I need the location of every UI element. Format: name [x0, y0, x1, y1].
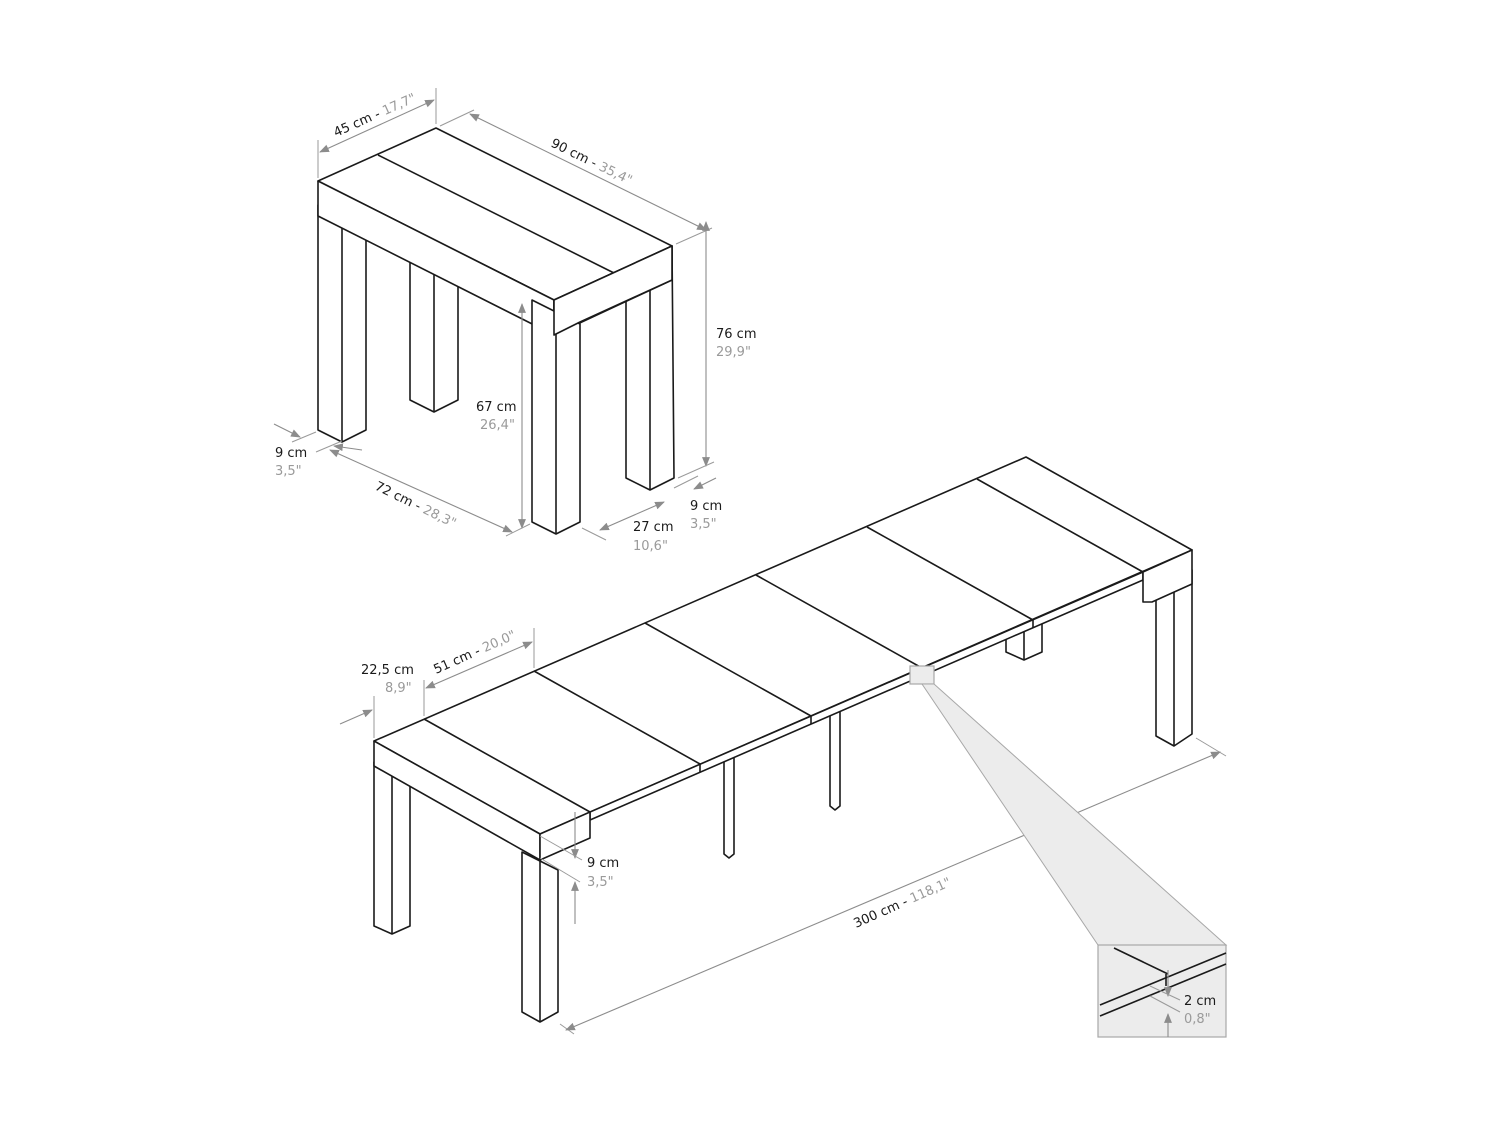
svg-text:51 cm - 20,0": 51 cm - 20,0" [432, 628, 519, 678]
closed-depth-inch: 17,7" [380, 91, 418, 119]
extended-back-right-leg [1155, 569, 1193, 747]
closed-height-cm: 76 cm [716, 327, 757, 342]
middle-support-leg-1 [723, 754, 735, 859]
right-end-apron [1142, 549, 1193, 603]
front-left-leg [317, 204, 367, 443]
closed-height-inch: 29,9" [716, 345, 751, 360]
inner-leg-gap-cm: 27 cm [633, 520, 674, 535]
svg-text:72 cm - 28,3": 72 cm - 28,3" [372, 479, 458, 531]
apron-height-cm: 9 cm [587, 856, 619, 871]
extended-front-left-leg [521, 851, 559, 1023]
leaf-width-inch: 20,0" [480, 628, 518, 656]
seam-1 [423, 718, 591, 813]
extended-back-left-leg [373, 761, 411, 935]
seam-2 [533, 670, 701, 765]
right-leg-thickness-inch: 3,5" [690, 517, 717, 532]
closed-depth-cm: 45 cm [332, 110, 375, 140]
closed-width-inch: 35,4" [596, 160, 634, 189]
svg-text:45 cm - 17,7": 45 cm - 17,7" [332, 91, 419, 141]
closed-console-table [317, 127, 675, 535]
seam-5 [866, 526, 1034, 621]
seam-3 [644, 622, 812, 717]
left-leg-thickness-inch: 3,5" [275, 464, 302, 479]
leaf-thickness-inch: 0,8" [1184, 1012, 1211, 1027]
seam-4 [755, 574, 923, 669]
apron-height-inch: 3,5" [587, 875, 614, 890]
total-length-cm: 300 cm [852, 898, 903, 932]
leaf-thickness-callout: 2 cm 0,8" [909, 665, 1228, 1038]
inner-leg-gap-inch: 10,6" [633, 539, 668, 554]
front-right-leg [531, 245, 673, 535]
leg-clearance-cm: 67 cm [476, 400, 517, 415]
left-leg-thickness-cm: 9 cm [275, 446, 307, 461]
leaf-thickness-cm: 2 cm [1184, 994, 1216, 1009]
inner-leg-span-inch: 28,3" [420, 503, 458, 532]
inner-leg-span-cm: 72 cm [372, 479, 415, 510]
seam-6 [976, 478, 1144, 573]
svg-text:300 cm - 118,1": 300 cm - 118,1" [852, 875, 954, 931]
right-leg-thickness-cm: 9 cm [690, 499, 722, 514]
leg-clearance-inch: 26,4" [480, 418, 515, 433]
svg-text:90 cm - 35,4": 90 cm - 35,4" [548, 136, 634, 188]
callout-source-marker [909, 665, 935, 685]
middle-support-leg-2 [829, 708, 841, 811]
end-panel-inch: 8,9" [385, 681, 412, 696]
total-length-inch: 118,1" [908, 875, 954, 906]
end-panel-cm: 22,5 cm [361, 663, 414, 678]
leaf-width-cm: 51 cm [432, 647, 475, 677]
